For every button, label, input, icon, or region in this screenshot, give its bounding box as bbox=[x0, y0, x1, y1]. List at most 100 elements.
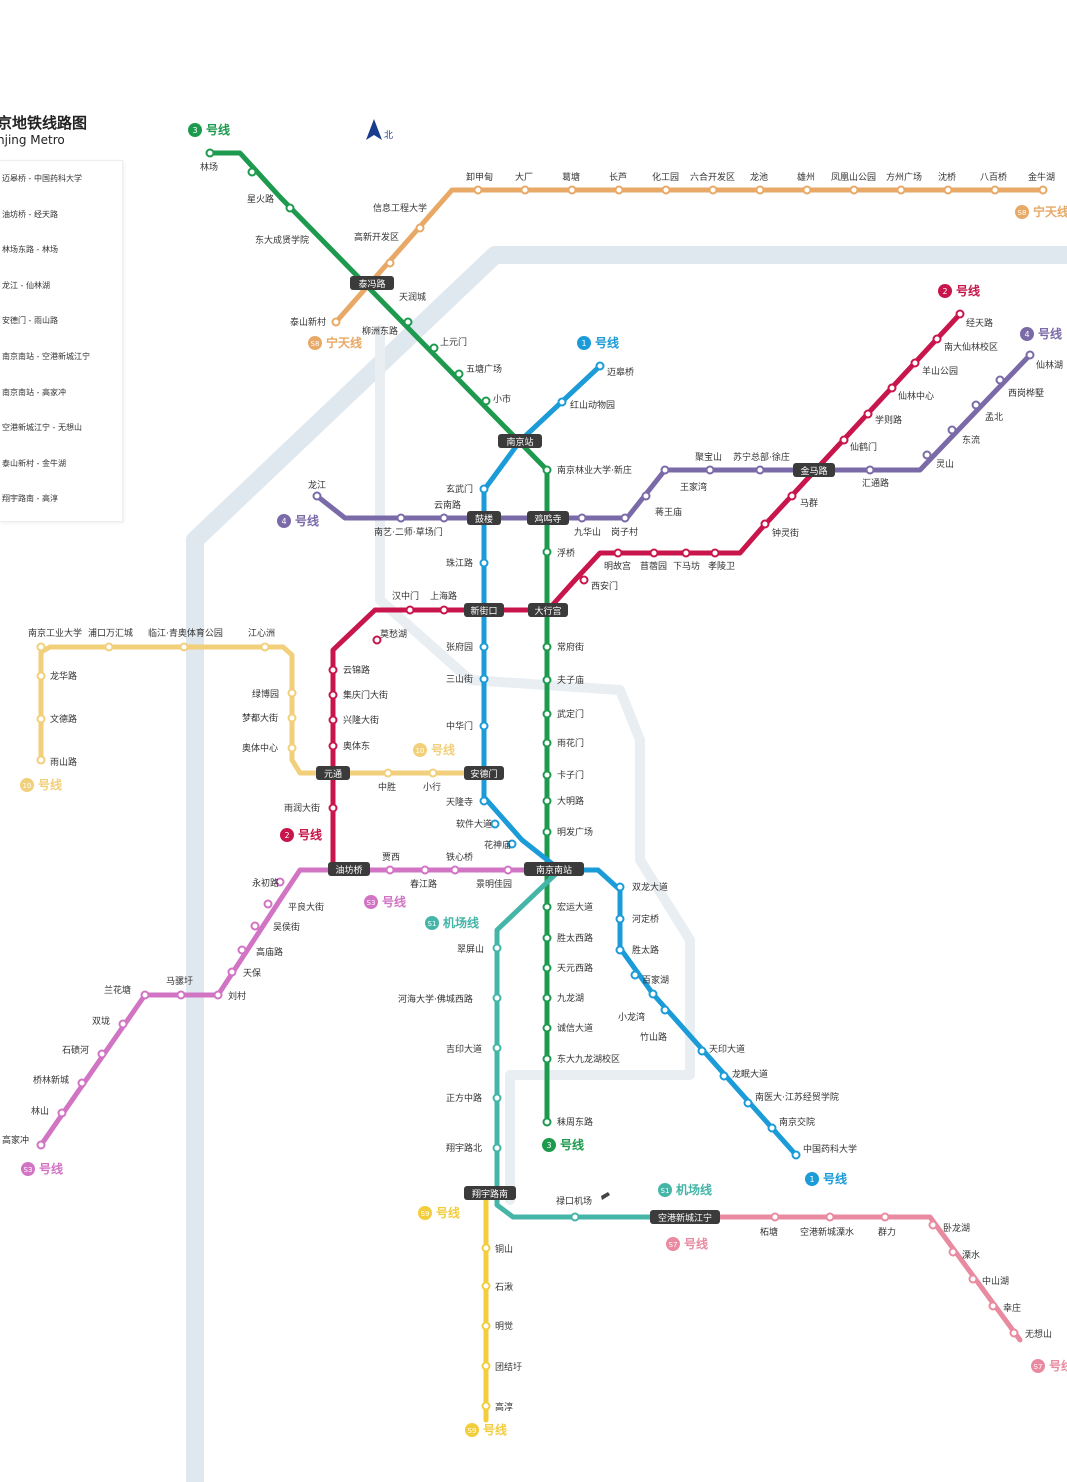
station-dot[interactable] bbox=[648, 989, 658, 999]
station-dot[interactable] bbox=[104, 642, 114, 652]
station-dot[interactable] bbox=[542, 933, 552, 943]
legend-item[interactable]: 龙江 - 仙林湖 bbox=[2, 280, 50, 290]
station-dot[interactable] bbox=[36, 755, 46, 765]
station-dot[interactable] bbox=[955, 309, 965, 319]
station-dot[interactable] bbox=[910, 358, 920, 368]
transfer-station-taifenglu[interactable]: 泰冯路 bbox=[350, 276, 394, 290]
station-dot[interactable] bbox=[439, 513, 449, 523]
station-dot[interactable] bbox=[613, 548, 623, 558]
station-dot[interactable] bbox=[481, 1361, 491, 1371]
station-dot[interactable] bbox=[383, 768, 393, 778]
station-dot[interactable] bbox=[36, 642, 46, 652]
station-dot[interactable] bbox=[579, 575, 589, 585]
station-dot[interactable] bbox=[227, 967, 237, 977]
legend-item[interactable]: 安德门 - 雨山路 bbox=[2, 316, 58, 326]
station-dot[interactable] bbox=[328, 715, 338, 725]
station-dot[interactable] bbox=[542, 547, 552, 557]
legend-item[interactable]: 泰山新村 - 金牛湖 bbox=[2, 458, 66, 468]
station-dot[interactable] bbox=[439, 605, 449, 615]
station-dot[interactable] bbox=[943, 185, 953, 195]
station-dot[interactable] bbox=[948, 1247, 958, 1257]
station-dot[interactable] bbox=[287, 713, 297, 723]
station-dot[interactable] bbox=[372, 635, 382, 645]
station-dot[interactable] bbox=[660, 465, 670, 475]
station-dot[interactable] bbox=[542, 827, 552, 837]
transfer-station-jimingsi[interactable]: 鸡鸣寺 bbox=[527, 511, 569, 525]
station-dot[interactable] bbox=[479, 796, 489, 806]
station-dot[interactable] bbox=[263, 899, 273, 909]
station-dot[interactable] bbox=[922, 450, 932, 460]
transfer-station-daxinggong[interactable]: 大行宫 bbox=[528, 603, 568, 617]
station-dot[interactable] bbox=[839, 435, 849, 445]
station-dot[interactable] bbox=[479, 642, 489, 652]
station-dot[interactable] bbox=[77, 1078, 87, 1088]
station-dot[interactable] bbox=[328, 665, 338, 675]
station-dot[interactable] bbox=[971, 400, 981, 410]
station-dot[interactable] bbox=[542, 1023, 552, 1033]
station-dot[interactable] bbox=[492, 1143, 502, 1153]
station-dot[interactable] bbox=[990, 185, 1000, 195]
station-dot[interactable] bbox=[542, 465, 552, 475]
station-dot[interactable] bbox=[36, 1140, 46, 1150]
station-dot[interactable] bbox=[415, 223, 425, 233]
station-dot[interactable] bbox=[697, 1046, 707, 1056]
station-dot[interactable] bbox=[405, 605, 415, 615]
station-dot[interactable] bbox=[896, 185, 906, 195]
station-dot[interactable] bbox=[503, 865, 513, 875]
station-dot[interactable] bbox=[825, 1212, 835, 1222]
station-dot[interactable] bbox=[312, 491, 322, 501]
station-dot[interactable] bbox=[887, 383, 897, 393]
station-dot[interactable] bbox=[481, 1401, 491, 1411]
station-dot[interactable] bbox=[802, 185, 812, 195]
station-dot[interactable] bbox=[287, 688, 297, 698]
station-dot[interactable] bbox=[542, 770, 552, 780]
station-dot[interactable] bbox=[620, 513, 630, 523]
transfer-station-konggang[interactable]: 空港新城江宁 bbox=[650, 1210, 720, 1224]
transfer-station-nanjingzhan[interactable]: 南京站 bbox=[498, 434, 542, 448]
transfer-station-xiangyulunan[interactable]: 翔宇路南 bbox=[464, 1186, 516, 1200]
station-dot[interactable] bbox=[649, 548, 659, 558]
station-dot[interactable] bbox=[615, 914, 625, 924]
station-dot[interactable] bbox=[542, 1054, 552, 1064]
station-dot[interactable] bbox=[1009, 1328, 1019, 1338]
station-dot[interactable] bbox=[542, 709, 552, 719]
station-dot[interactable] bbox=[1025, 350, 1035, 360]
station-dot[interactable] bbox=[542, 796, 552, 806]
transfer-station-jinmalu[interactable]: 金马路 bbox=[793, 463, 835, 477]
station-dot[interactable] bbox=[1038, 185, 1048, 195]
station-dot[interactable] bbox=[57, 1108, 67, 1118]
station-dot[interactable] bbox=[880, 1212, 890, 1222]
station-dot[interactable] bbox=[542, 642, 552, 652]
station-dot[interactable] bbox=[708, 185, 718, 195]
station-dot[interactable] bbox=[97, 1049, 107, 1059]
station-dot[interactable] bbox=[176, 990, 186, 1000]
station-dot[interactable] bbox=[557, 397, 567, 407]
station-dot[interactable] bbox=[250, 921, 260, 931]
station-dot[interactable] bbox=[928, 1220, 938, 1230]
legend-item[interactable]: 翔宇路南 - 高淳 bbox=[2, 494, 58, 504]
station-dot[interactable] bbox=[396, 513, 406, 523]
legend-item[interactable]: 空港新城江宁 - 无想山 bbox=[2, 423, 82, 433]
station-dot[interactable] bbox=[473, 185, 483, 195]
station-dot[interactable] bbox=[492, 1093, 502, 1103]
station-dot[interactable] bbox=[614, 185, 624, 195]
station-dot[interactable] bbox=[179, 642, 189, 652]
station-dot[interactable] bbox=[542, 1117, 552, 1127]
station-dot[interactable] bbox=[481, 1243, 491, 1253]
station-dot[interactable] bbox=[542, 738, 552, 748]
station-dot[interactable] bbox=[385, 865, 395, 875]
station-dot[interactable] bbox=[641, 491, 651, 501]
station-dot[interactable] bbox=[479, 721, 489, 731]
station-dot[interactable] bbox=[481, 1281, 491, 1291]
station-dot[interactable] bbox=[285, 203, 295, 213]
station-dot[interactable] bbox=[507, 839, 517, 849]
